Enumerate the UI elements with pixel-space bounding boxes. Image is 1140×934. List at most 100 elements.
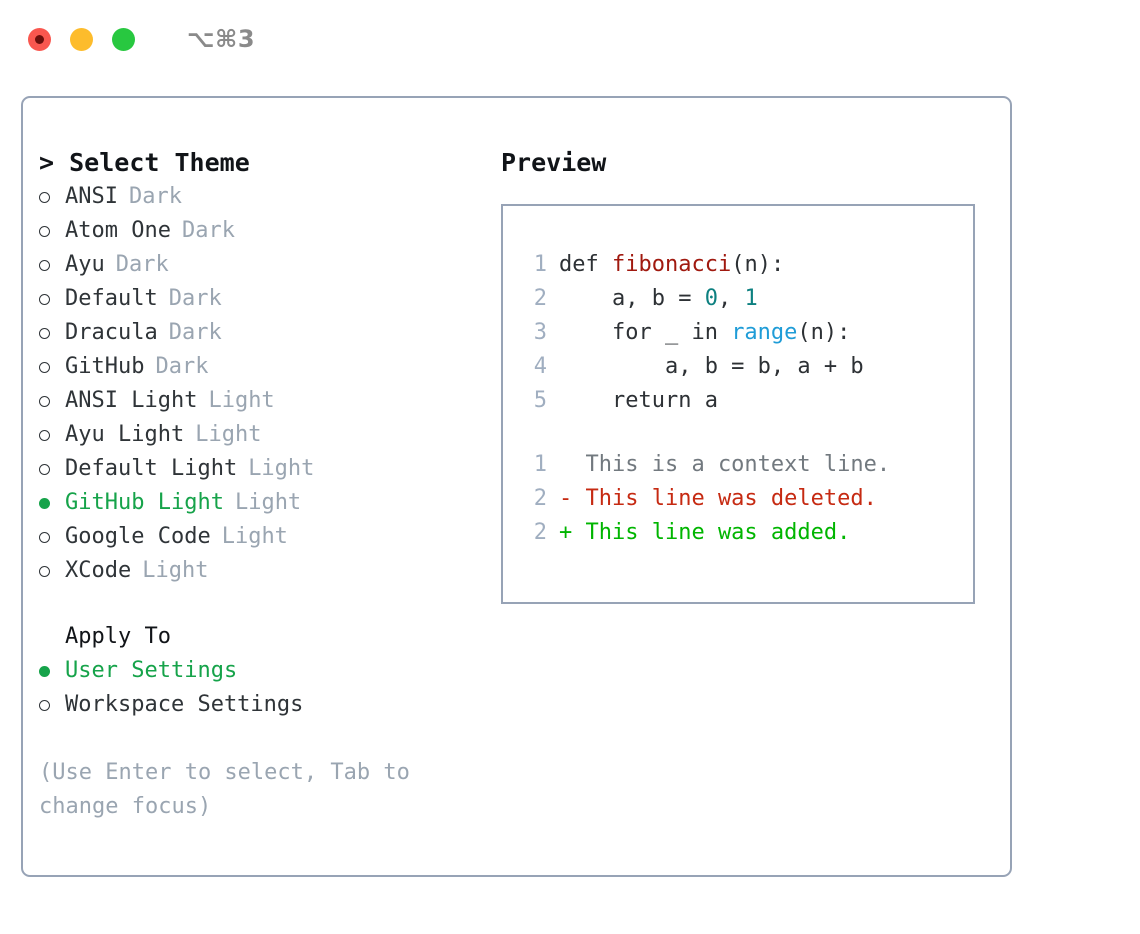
apply-to-option-user-settings[interactable]: User Settings: [39, 654, 479, 688]
theme-option-google-code[interactable]: Google Code Light: [39, 520, 479, 554]
code-token-num: 1: [744, 286, 758, 311]
option-label: GitHub: [65, 354, 145, 379]
option-label: Workspace Settings: [65, 692, 304, 717]
option-label: GitHub Light: [65, 490, 224, 515]
code-line-number: 1: [533, 252, 547, 277]
option-label: ANSI: [65, 184, 118, 209]
option-label: Atom One: [65, 218, 171, 243]
title-bar: ⌥⌘3: [0, 0, 1140, 78]
apply-to-title: Apply To: [65, 624, 171, 649]
prompt-caret-icon: >: [39, 148, 55, 177]
code-token-plain: (n):: [797, 320, 851, 345]
select-theme-heading-label: Select Theme: [69, 148, 250, 177]
diff-line-number: 2: [533, 486, 547, 511]
radio-selected-icon: [39, 487, 65, 521]
minimize-window-icon[interactable]: [70, 27, 93, 51]
code-line-text: a, b = 0, 1: [559, 282, 758, 316]
code-line-text: def fibonacci(n):: [559, 248, 784, 282]
code-token-plain: return a: [559, 388, 718, 413]
apply-to-option-workspace-settings[interactable]: Workspace Settings: [39, 688, 479, 722]
option-label: User Settings: [65, 658, 238, 683]
select-theme-heading: > Select Theme: [39, 146, 479, 180]
code-token-num: 0: [704, 286, 718, 311]
code-token-plain: for _ in: [559, 320, 732, 345]
theme-option-github[interactable]: GitHub Dark: [39, 350, 479, 384]
option-label: Default Light: [65, 456, 238, 481]
preview-heading: Preview: [501, 148, 607, 177]
diff-line-text: + This line was added.: [559, 520, 851, 545]
option-tag: Light: [208, 388, 275, 413]
radio-unselected-icon: [39, 317, 65, 351]
code-line-text: return a: [559, 384, 718, 418]
code-line-number: 4: [533, 354, 547, 379]
code-line-text: a, b = b, a + b: [559, 350, 864, 384]
keyboard-shortcut-label: ⌥⌘3: [187, 25, 256, 53]
keyboard-hint-text: (Use Enter to select, Tab to change focu…: [39, 760, 410, 819]
radio-unselected-icon: [39, 215, 65, 249]
radio-unselected-icon: [39, 453, 65, 487]
close-window-icon[interactable]: [28, 27, 51, 51]
option-label: Google Code: [65, 524, 211, 549]
diff-line-text: - This line was deleted.: [559, 486, 877, 511]
theme-option-atom-one[interactable]: Atom One Dark: [39, 214, 479, 248]
option-label: ANSI Light: [65, 388, 198, 413]
code-line-number: 2: [533, 286, 547, 311]
diff-line-added: 2+ This line was added.: [519, 516, 965, 550]
option-label: Dracula: [65, 320, 158, 345]
option-tag: Dark: [155, 354, 209, 379]
option-label: Ayu: [65, 252, 105, 277]
code-line: 3 for _ in range(n):: [519, 316, 965, 350]
radio-unselected-icon: [39, 283, 65, 317]
radio-unselected-icon: [39, 181, 65, 215]
option-tag: Light: [142, 558, 209, 583]
theme-option-xcode[interactable]: XCode Light: [39, 554, 479, 588]
radio-selected-icon: [39, 655, 65, 689]
option-tag: Dark: [168, 286, 222, 311]
diff-line-deleted: 2 - This line was deleted.: [519, 482, 965, 516]
code-line-number: 3: [533, 320, 547, 345]
radio-unselected-icon: [39, 521, 65, 555]
theme-option-ansi-light[interactable]: ANSI Light Light: [39, 384, 479, 418]
theme-option-ayu[interactable]: Ayu Dark: [39, 248, 479, 282]
radio-unselected-icon: [39, 249, 65, 283]
code-token-plain: (n):: [731, 252, 785, 277]
code-line-number: 5: [533, 388, 547, 413]
option-tag: Dark: [115, 252, 169, 277]
traffic-lights: [28, 27, 135, 51]
option-tag: Dark: [181, 218, 235, 243]
option-label: XCode: [65, 558, 132, 583]
maximize-window-icon[interactable]: [112, 27, 135, 51]
radio-unselected-icon: [39, 351, 65, 385]
code-line: 1 def fibonacci(n):: [519, 248, 965, 282]
code-token-def: def: [559, 252, 612, 277]
code-token-plain: ,: [717, 286, 745, 311]
code-token-fn: fibonacci: [611, 252, 732, 277]
radio-unselected-icon: [39, 689, 65, 723]
option-label: Default: [65, 286, 158, 311]
code-line: 5 return a: [519, 384, 965, 418]
code-diff-spacer: [519, 418, 965, 448]
theme-option-default[interactable]: Default Dark: [39, 282, 479, 316]
option-tag: Light: [234, 490, 302, 515]
option-tag: Light: [248, 456, 315, 481]
option-tag: Light: [221, 524, 288, 549]
code-line: 4 a, b = b, a + b: [519, 350, 965, 384]
code-token-plain: a, b = b, a + b: [559, 354, 864, 379]
theme-option-default-light[interactable]: Default Light Light: [39, 452, 479, 486]
code-token-builtin: range: [731, 320, 798, 345]
option-label: Ayu Light: [65, 422, 185, 447]
theme-option-github-light[interactable]: GitHub Light Light: [39, 486, 479, 520]
diff-line-context: 1 This is a context line.: [519, 448, 965, 482]
radio-unselected-icon: [39, 555, 65, 589]
